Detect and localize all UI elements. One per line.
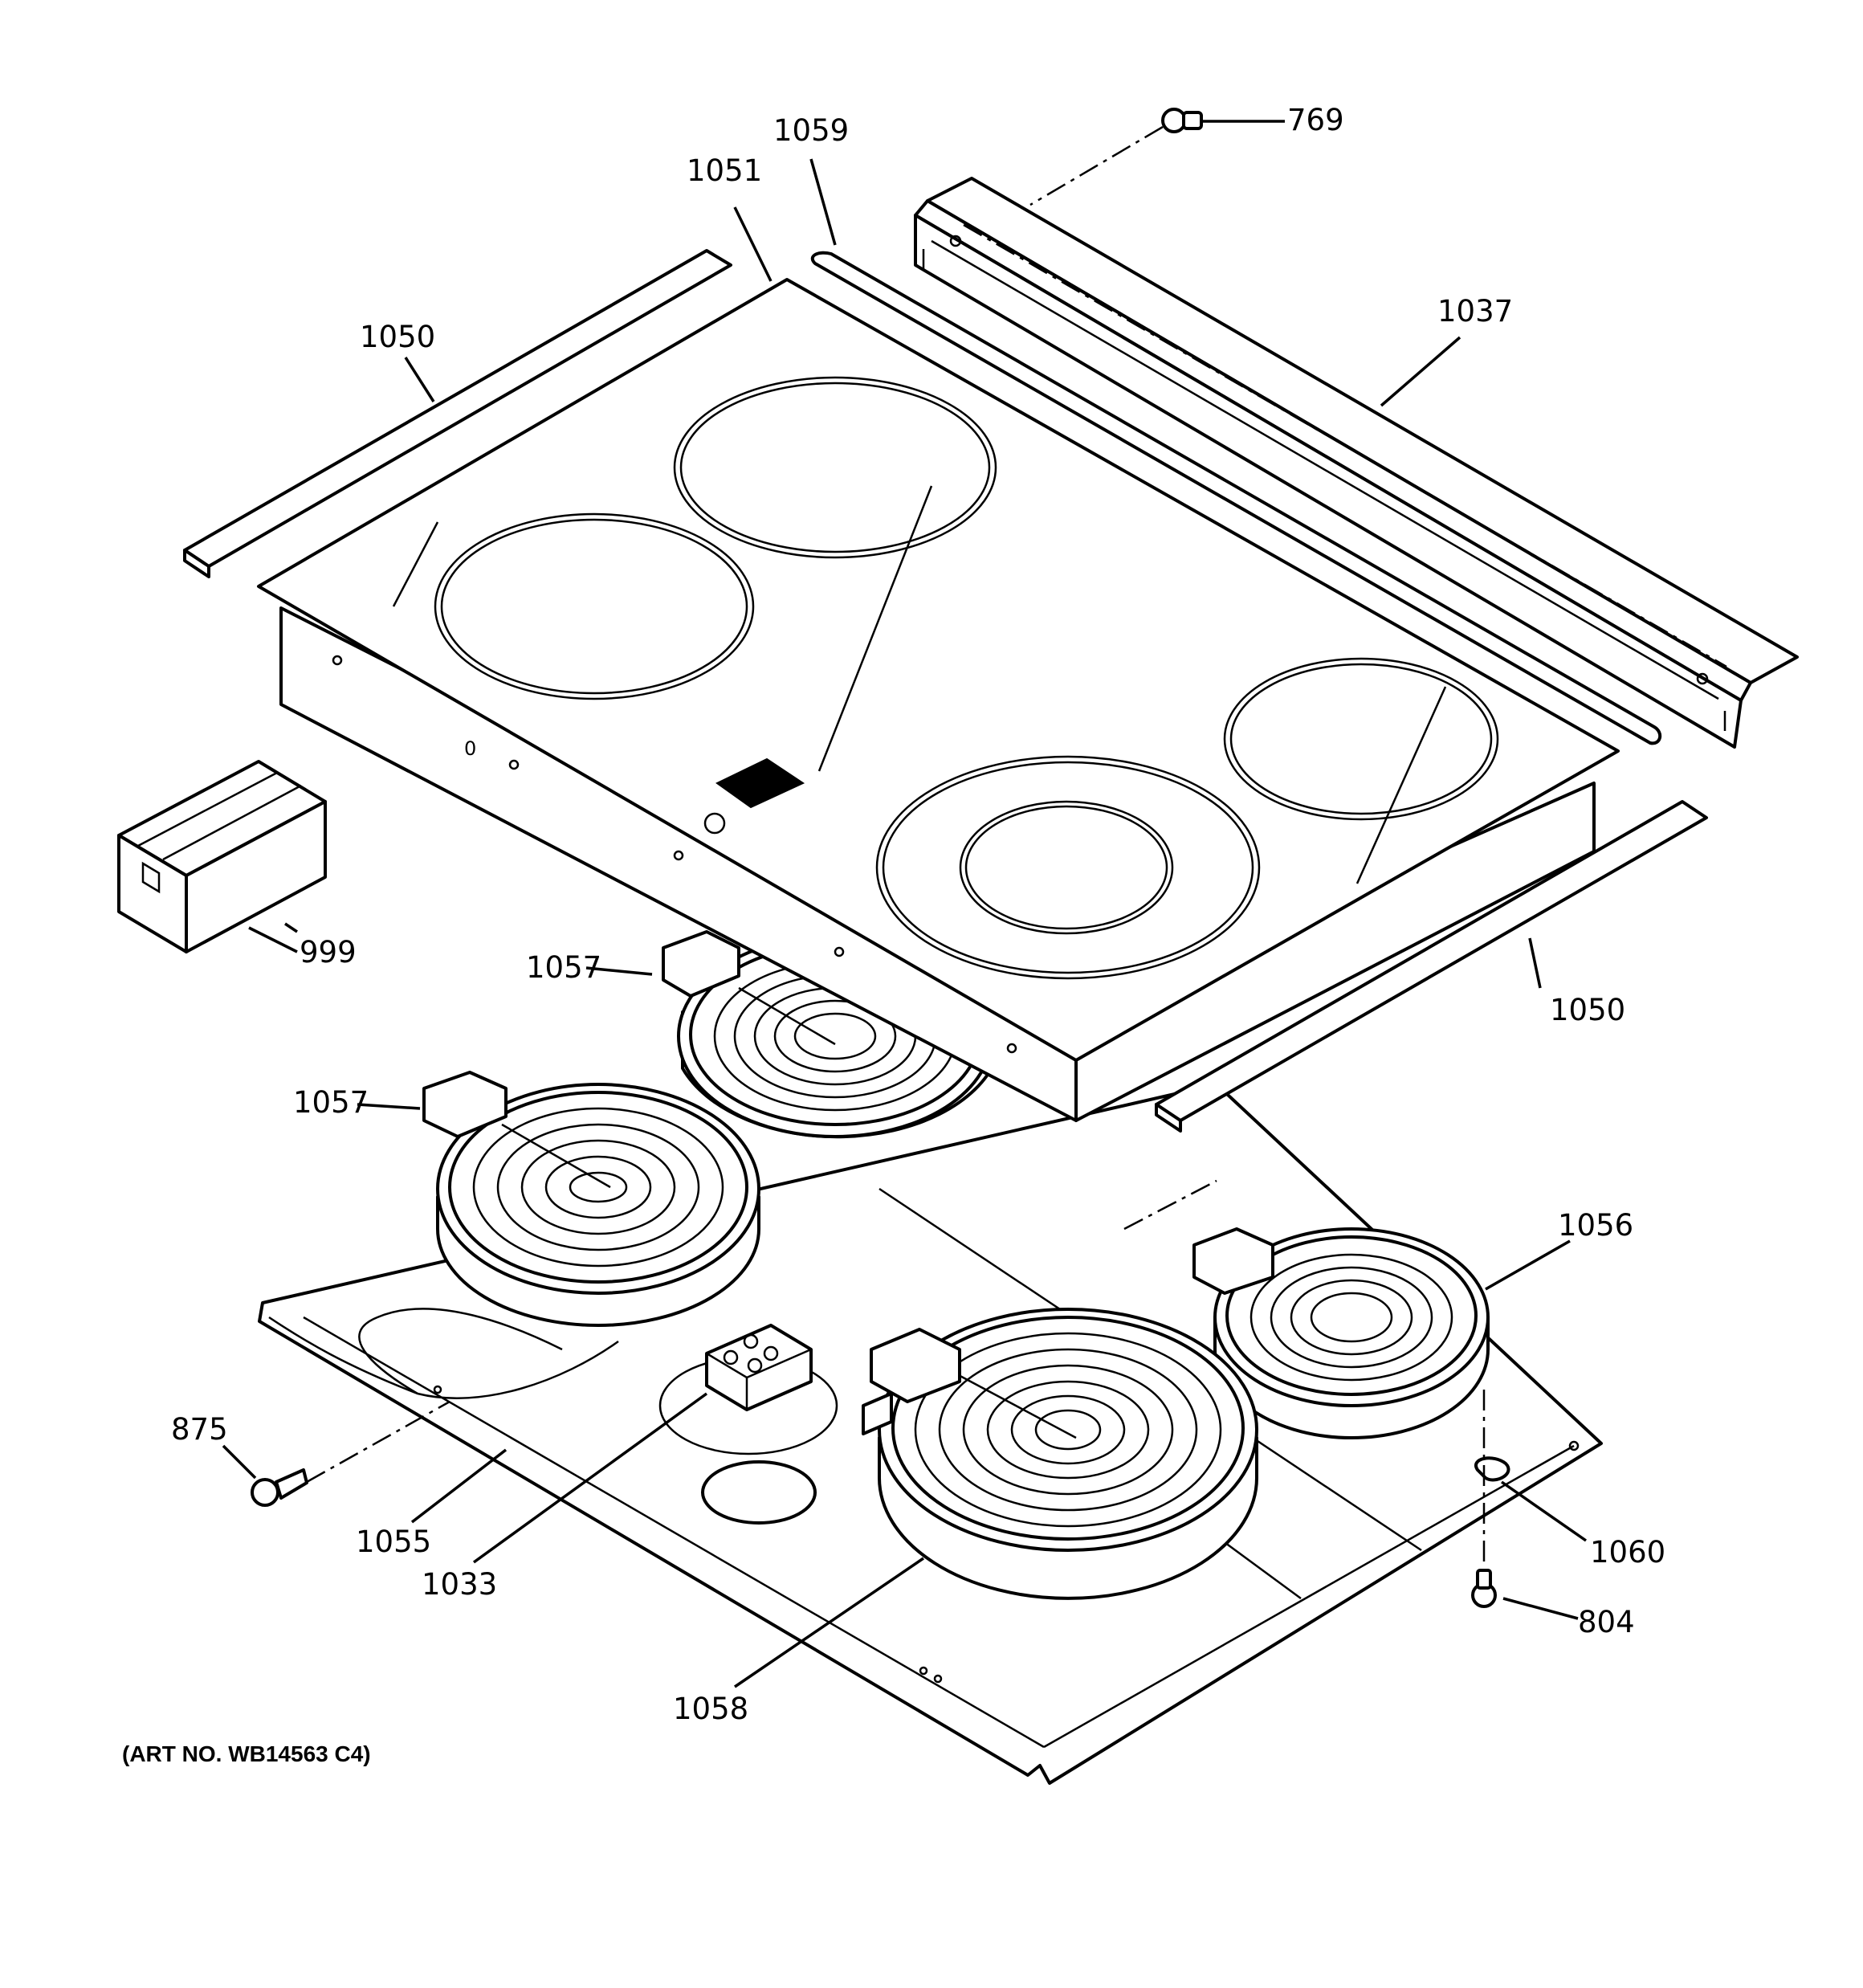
art-number-caption: (ART NO. WB14563 C4)	[122, 1741, 371, 1766]
callout-1050-right: 1050	[1550, 993, 1625, 1027]
rear-trim-1037	[914, 177, 1799, 749]
callout-875: 875	[171, 1412, 228, 1447]
terminal-block	[705, 1324, 813, 1411]
svg-text:0: 0	[464, 737, 476, 760]
callout-1059: 1059	[773, 113, 849, 148]
side-trim-right	[1155, 800, 1708, 1133]
callout-804: 804	[1578, 1605, 1635, 1639]
screw-804-icon	[1471, 1569, 1497, 1608]
callout-1033: 1033	[422, 1567, 497, 1602]
callout-1051: 1051	[687, 153, 762, 188]
callout-769: 769	[1287, 103, 1344, 137]
callout-1055: 1055	[356, 1525, 431, 1559]
callout-1058: 1058	[673, 1692, 748, 1726]
glass-cooktop: 0	[257, 278, 1620, 1122]
parts-box	[117, 760, 327, 953]
callout-1060: 1060	[1590, 1535, 1665, 1570]
callout-1057-lower: 1057	[293, 1085, 369, 1120]
screw-769-icon	[1161, 108, 1203, 133]
surface-unit-left	[422, 1071, 760, 1327]
surface-unit-dual	[862, 1308, 1258, 1600]
side-trim-left	[183, 249, 732, 578]
callout-1050-top: 1050	[360, 320, 435, 354]
callout-999: 999	[300, 935, 357, 970]
callout-1057-upper: 1057	[526, 950, 601, 985]
leader-lines	[222, 120, 1587, 1688]
rear-trim-1059	[810, 251, 1662, 745]
callout-1037: 1037	[1437, 294, 1513, 329]
surface-unit-right	[1192, 1227, 1490, 1439]
callout-1056: 1056	[1558, 1208, 1633, 1243]
screw-875-icon	[251, 1468, 308, 1507]
